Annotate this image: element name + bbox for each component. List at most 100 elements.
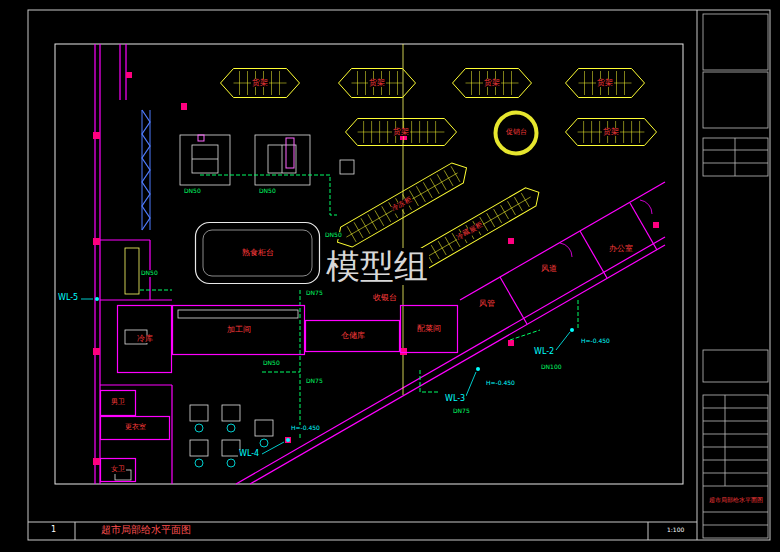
elevation: H=-0.450 bbox=[485, 380, 516, 387]
plan-stroke bbox=[703, 421, 768, 422]
plan-stroke bbox=[703, 408, 768, 409]
node-label: 男卫 bbox=[110, 399, 126, 407]
plan-stroke bbox=[93, 132, 100, 139]
plan-stroke bbox=[75, 522, 76, 540]
plan-stroke bbox=[171, 385, 172, 484]
plan-stroke bbox=[703, 150, 768, 151]
pipe-size: DN50 bbox=[140, 270, 159, 277]
scale: 1:100 bbox=[666, 527, 685, 534]
shelf: 货架 bbox=[452, 68, 532, 98]
plan-stroke bbox=[640, 200, 652, 214]
plan-stroke bbox=[28, 10, 770, 540]
room: 女卫 bbox=[100, 458, 136, 482]
plan-stroke bbox=[578, 300, 579, 330]
elevation: H=-0.450 bbox=[580, 338, 611, 345]
plan-stroke bbox=[95, 297, 99, 301]
plan-stroke bbox=[460, 182, 665, 300]
shelf-outline bbox=[339, 69, 416, 98]
plan-stroke bbox=[466, 372, 476, 396]
plan-stroke bbox=[181, 103, 187, 110]
shelf-outline bbox=[346, 119, 457, 146]
room-outline bbox=[118, 306, 172, 373]
title-block bbox=[703, 14, 768, 538]
pipe-size: DN75 bbox=[305, 290, 324, 297]
node-label: 配菜间 bbox=[416, 325, 442, 334]
pipe-size: DN50 bbox=[183, 188, 202, 195]
fixture-accents bbox=[198, 135, 294, 168]
plan-stroke bbox=[260, 439, 268, 447]
walls bbox=[95, 44, 665, 484]
plan-stroke bbox=[255, 135, 310, 185]
plan-stroke bbox=[190, 405, 208, 421]
plan-stroke bbox=[100, 384, 172, 385]
plan-stroke bbox=[476, 367, 480, 371]
plan-stroke bbox=[300, 290, 301, 440]
plan-stroke bbox=[55, 44, 683, 484]
plan-stroke bbox=[227, 424, 235, 432]
shelf: 货架 bbox=[220, 68, 300, 98]
title-block-name: 超市局部给水平面图 bbox=[708, 497, 764, 504]
plan-stroke bbox=[697, 10, 698, 540]
room: 加工间 bbox=[172, 305, 305, 355]
plan-stroke bbox=[703, 14, 768, 70]
plan-stroke bbox=[648, 522, 649, 540]
node-label: 女卫 bbox=[110, 466, 126, 474]
pipe-size: DN50 bbox=[324, 232, 343, 239]
node-label: 货架 bbox=[483, 79, 501, 88]
plan-stroke bbox=[580, 231, 607, 278]
pipe-tag: WL-5 bbox=[57, 294, 79, 303]
room-outline bbox=[101, 459, 136, 482]
plan-stroke bbox=[725, 395, 726, 486]
node-label: 冷库 bbox=[136, 335, 154, 344]
room-name: 收银台 bbox=[372, 294, 398, 303]
shelf-outline bbox=[332, 158, 473, 252]
leader-lines bbox=[81, 299, 570, 454]
shelf-outline bbox=[453, 69, 532, 98]
node-label: 货架 bbox=[602, 128, 620, 137]
plan-stroke bbox=[560, 243, 572, 257]
pipe-tag: WL-3 bbox=[444, 395, 466, 404]
pipe-tag: WL-2 bbox=[533, 348, 555, 357]
plan-stroke bbox=[119, 44, 120, 100]
plan-stroke bbox=[255, 420, 273, 436]
node-label: 货架 bbox=[251, 79, 269, 88]
room-name: 办公室 bbox=[608, 245, 634, 254]
plan-stroke bbox=[94, 44, 95, 484]
plan-stroke bbox=[556, 332, 570, 350]
shelf: 货架 bbox=[565, 118, 657, 146]
drawing-number: 1 bbox=[50, 526, 57, 535]
plan-stroke bbox=[222, 405, 240, 421]
counter-inner bbox=[203, 230, 312, 276]
columns bbox=[93, 72, 659, 465]
pipe-size: DN75 bbox=[452, 408, 471, 415]
lattice bbox=[150, 110, 151, 230]
plan-stroke bbox=[195, 459, 203, 467]
lattice bbox=[142, 110, 143, 230]
plan-stroke bbox=[140, 290, 172, 291]
plan-stroke bbox=[227, 459, 235, 467]
pipe-size: DN50 bbox=[262, 360, 281, 367]
plan-stroke bbox=[735, 138, 736, 176]
plan-stroke bbox=[285, 437, 291, 443]
plan-stroke bbox=[286, 438, 290, 442]
pipe-tag: WL-4 bbox=[238, 450, 260, 459]
node-label: 加工间 bbox=[226, 326, 252, 335]
plan-stroke bbox=[508, 238, 514, 244]
room-name: 风管 bbox=[478, 300, 496, 309]
pipes bbox=[140, 175, 578, 440]
shelf: 货架 bbox=[338, 68, 416, 98]
room: 更衣室 bbox=[100, 416, 170, 440]
plan-stroke bbox=[262, 442, 284, 454]
plan-stroke bbox=[198, 135, 204, 141]
plan-stroke bbox=[703, 525, 768, 526]
freezer-case: 冷冻柜 bbox=[331, 157, 473, 253]
plan-stroke bbox=[100, 239, 150, 240]
plan-stroke bbox=[510, 330, 540, 340]
shelf-outline bbox=[221, 69, 300, 98]
plan-stroke bbox=[703, 395, 768, 538]
pipe-size: DN50 bbox=[258, 188, 277, 195]
shelf: 货架 bbox=[345, 118, 457, 146]
plan-stroke bbox=[282, 145, 283, 173]
pipe-ends bbox=[95, 297, 574, 442]
plan-stroke bbox=[703, 447, 768, 448]
